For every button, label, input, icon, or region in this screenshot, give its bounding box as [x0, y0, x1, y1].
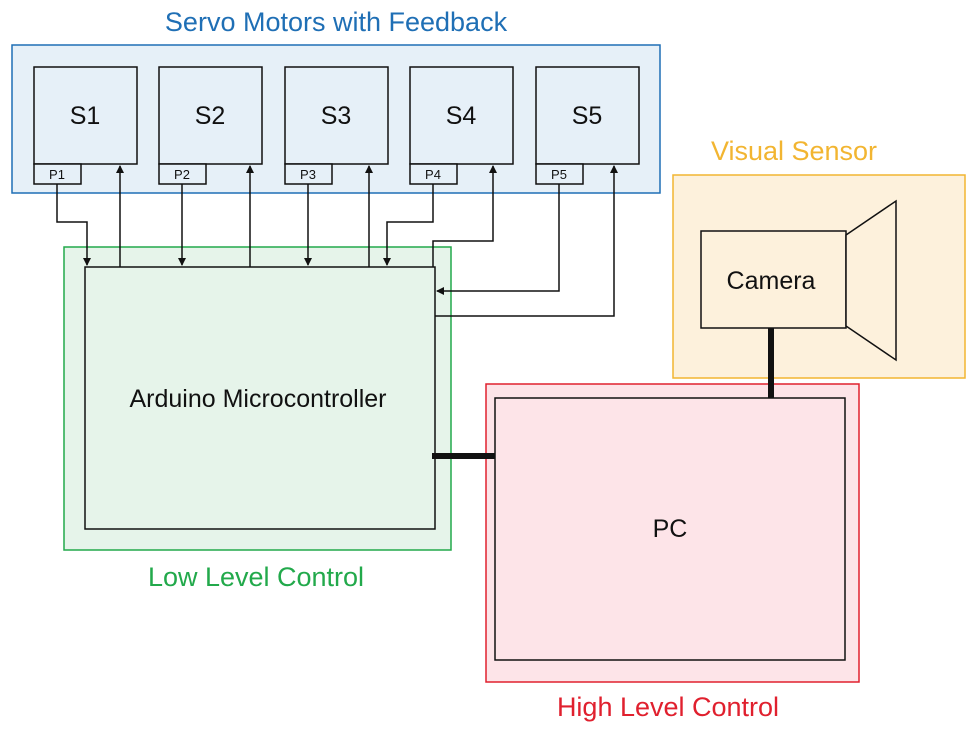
port-label: P5 [551, 167, 567, 182]
servo-label: S4 [446, 102, 477, 130]
visual-sensor-group-title: Visual Sensor [711, 136, 877, 166]
servo-s3: S3 P3 [284, 66, 389, 185]
port-label: P1 [49, 167, 65, 182]
p1-command-arrow [56, 184, 91, 266]
servo-s2: S2 P2 [158, 66, 263, 185]
servo-group-title: Servo Motors with Feedback [165, 7, 508, 37]
s4-feedback-arrow [432, 165, 497, 267]
p5-command-arrow [436, 184, 560, 295]
servo-label: S3 [321, 102, 352, 130]
s5-feedback-arrow [435, 165, 618, 317]
port-label: P3 [300, 167, 316, 182]
camera-label: Camera [727, 267, 816, 295]
servo-s1: S1 P1 [33, 66, 138, 185]
servo-label: S2 [195, 102, 226, 130]
servo-label: S5 [572, 102, 603, 130]
servo-s5: S5 P5 [535, 66, 640, 185]
arduino-box [84, 266, 436, 530]
port-label: P2 [174, 167, 190, 182]
camera-lens-icon [845, 199, 897, 362]
low-level-group-title: Low Level Control [148, 562, 364, 592]
arduino-label: Arduino Microcontroller [129, 385, 386, 413]
servo-label: S1 [70, 102, 101, 130]
high-level-group-title: High Level Control [557, 692, 779, 722]
port-label: P4 [425, 167, 441, 182]
pc-box [494, 397, 846, 661]
p4-command-arrow [383, 184, 434, 266]
camera-box [700, 230, 847, 329]
pc-label: PC [653, 515, 688, 543]
